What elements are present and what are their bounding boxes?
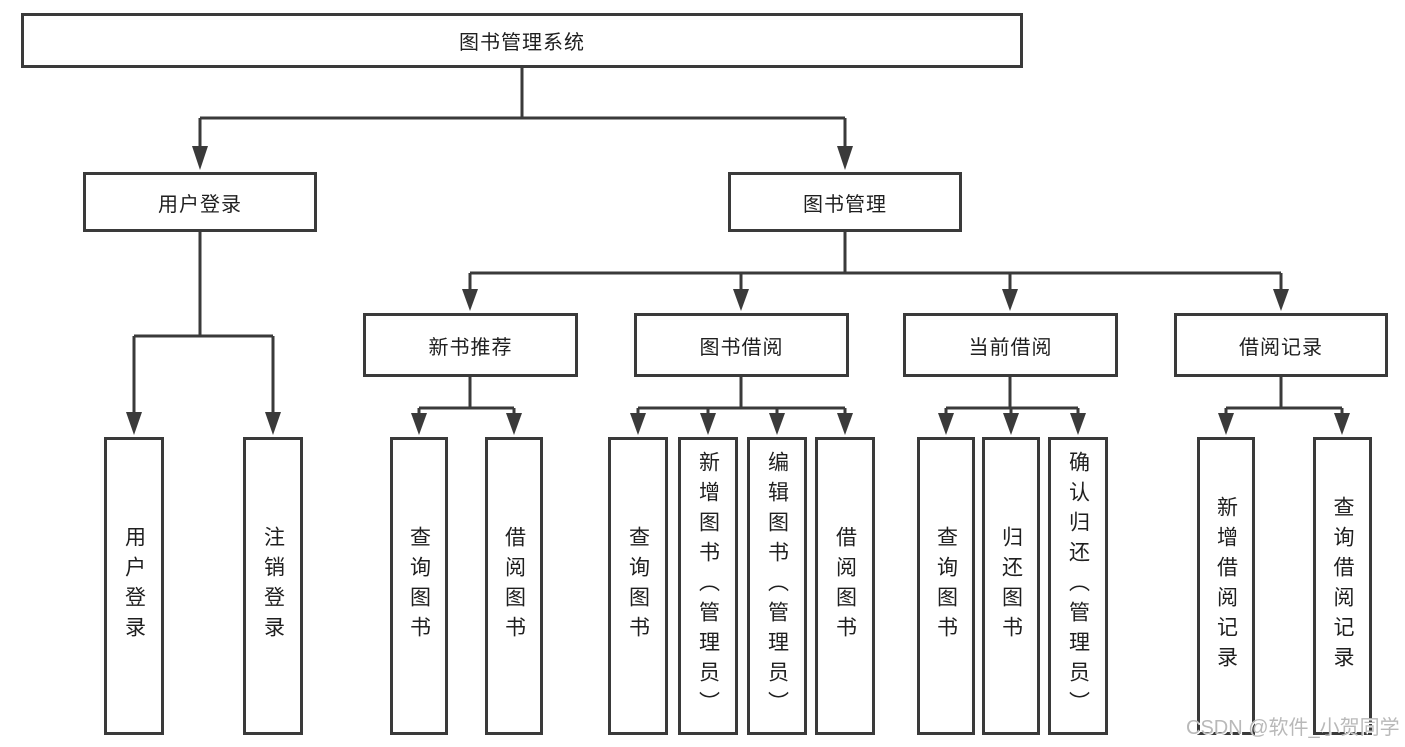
- connector-root-to-level2: [198, 68, 847, 152]
- node-book-borrowing-label: 图书借阅: [699, 336, 784, 359]
- leaf-borrow-books-recommend-label: 借阅图书: [502, 526, 526, 646]
- leaf-add-book-admin: 新增图书（管理员）: [678, 437, 738, 735]
- leaf-query-books-borrowing: 查询图书: [608, 437, 668, 735]
- connector-book-borrowing-leaves: [636, 406, 847, 419]
- leaf-return-book: 归还图书: [982, 437, 1040, 735]
- node-root-label: 图书管理系统: [459, 32, 585, 54]
- leaf-borrow-books: 借阅图书: [815, 437, 875, 735]
- node-user-login: 用户登录: [83, 172, 317, 232]
- node-current-borrowing-label: 当前借阅: [968, 336, 1053, 359]
- connector-book-mgmt-to-level3: [468, 232, 1283, 295]
- leaf-logout: 注销登录: [243, 437, 303, 735]
- leaf-query-borrow-record: 查询借阅记录: [1313, 437, 1372, 735]
- node-book-management-label: 图书管理: [803, 193, 887, 216]
- leaf-query-books-current: 查询图书: [917, 437, 975, 735]
- leaf-query-books-recommend: 查询图书: [390, 437, 448, 735]
- leaf-user-login: 用户登录: [104, 437, 164, 735]
- node-user-login-label: 用户登录: [158, 193, 242, 216]
- node-borrowing-records: 借阅记录: [1174, 313, 1388, 377]
- node-root: 图书管理系统: [21, 13, 1023, 68]
- leaf-user-login-label: 用户登录: [122, 526, 146, 646]
- leaf-logout-label: 注销登录: [261, 526, 285, 646]
- leaf-edit-book-admin-label: 编辑图书（管理员）: [765, 451, 789, 721]
- leaf-query-borrow-record-label: 查询借阅记录: [1331, 496, 1354, 676]
- leaf-borrow-books-recommend: 借阅图书: [485, 437, 543, 735]
- connector-new-book-rec-leaves: [417, 406, 516, 419]
- node-new-book-recommend: 新书推荐: [363, 313, 578, 377]
- leaf-query-books-current-label: 查询图书: [934, 526, 958, 646]
- connector-level3-stems: [468, 377, 1283, 408]
- leaf-add-book-admin-label: 新增图书（管理员）: [696, 451, 720, 721]
- leaf-add-borrow-record: 新增借阅记录: [1197, 437, 1255, 735]
- node-borrowing-records-label: 借阅记录: [1239, 336, 1323, 359]
- leaf-borrow-books-label: 借阅图书: [833, 526, 857, 646]
- node-current-borrowing: 当前借阅: [903, 313, 1118, 377]
- connector-user-login-to-leaves: [132, 232, 275, 418]
- watermark: CSDN @软件_小贺同学: [1186, 717, 1400, 739]
- leaf-add-borrow-record-label: 新增借阅记录: [1214, 496, 1238, 676]
- arrowheads: [126, 146, 1350, 435]
- leaf-query-books-borrowing-label: 查询图书: [626, 526, 650, 646]
- connector-borrowing-records-leaves: [1224, 406, 1344, 419]
- leaf-return-book-label: 归还图书: [999, 526, 1023, 646]
- leaf-query-books-recommend-label: 查询图书: [407, 526, 431, 646]
- leaf-confirm-return-admin-label: 确认归还（管理员）: [1066, 451, 1090, 721]
- leaf-confirm-return-admin: 确认归还（管理员）: [1048, 437, 1108, 735]
- node-book-borrowing: 图书借阅: [634, 313, 849, 377]
- leaf-edit-book-admin: 编辑图书（管理员）: [747, 437, 807, 735]
- node-book-management: 图书管理: [728, 172, 962, 232]
- node-new-book-recommend-label: 新书推荐: [428, 336, 513, 359]
